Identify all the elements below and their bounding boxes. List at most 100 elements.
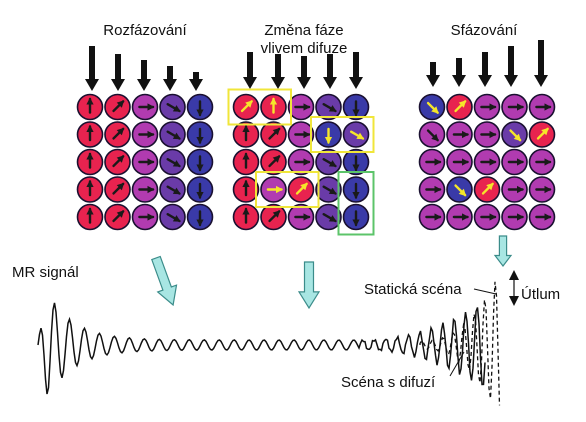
- spin-arrow-head: [303, 213, 311, 221]
- spin-arrow-head: [86, 207, 94, 215]
- field-arrow-head: [478, 75, 492, 87]
- spin-arrow-head: [116, 182, 125, 191]
- spin-arrow-head: [517, 158, 524, 166]
- transition-arrow-1-shape: [151, 255, 178, 307]
- attenuation-arrow-down: [509, 296, 519, 306]
- spin-arrow-head: [116, 155, 125, 163]
- field-arrow-head: [111, 79, 125, 91]
- field-arrow-head: [534, 75, 548, 87]
- static-scene-pointer: [473, 288, 497, 295]
- spin-arrow-head: [328, 215, 337, 222]
- spin-arrow-head: [269, 97, 278, 105]
- field-arrow-head: [137, 79, 151, 91]
- field-arrow-head: [271, 77, 285, 89]
- spin-arrow-head: [303, 103, 311, 111]
- spin-arrow-head: [517, 103, 524, 111]
- spin-arrow-head: [196, 219, 204, 227]
- spin-arrow-head: [196, 109, 204, 117]
- spin-arrow-head: [86, 180, 94, 187]
- field-arrow-head: [349, 77, 363, 89]
- signal-label: MR signál: [12, 264, 79, 281]
- field-arrow-head: [323, 77, 337, 89]
- spin-arrow-head: [486, 182, 494, 191]
- spin-arrow-head: [489, 103, 497, 111]
- field-arrow-head: [426, 75, 440, 87]
- spin-arrow-head: [242, 152, 250, 160]
- highlight-box: [227, 88, 292, 126]
- spin-arrow-head: [513, 133, 522, 142]
- spin-arrow-head: [196, 192, 204, 199]
- spin-arrow-head: [544, 103, 552, 111]
- spin-arrow-head: [328, 160, 337, 167]
- spin-arrow-head: [356, 132, 365, 140]
- spin-arrow-head: [116, 100, 125, 108]
- spin-arrow-head: [242, 125, 250, 132]
- diffusion-scene-pointer: [449, 351, 465, 377]
- highlight-box: [310, 116, 375, 153]
- spin-arrow-head: [300, 182, 308, 191]
- spin-arrow-head: [242, 207, 250, 215]
- spin-arrow-head: [352, 164, 360, 172]
- spin-arrow-head: [303, 130, 311, 139]
- diffusion-scene-label: Scéna s difuzí: [341, 374, 436, 391]
- spin-arrow-head: [116, 127, 125, 136]
- spin-arrow-head: [352, 219, 360, 227]
- signal-curve-diffusion: [37, 302, 486, 395]
- spin-arrow-head: [544, 185, 552, 194]
- spin-arrow-head: [276, 185, 283, 194]
- spin-arrow-head: [147, 158, 155, 166]
- spin-arrow-head: [245, 100, 253, 108]
- spin-arrow-head: [147, 185, 155, 194]
- spin-arrow-head: [86, 125, 94, 132]
- field-arrow-head: [189, 79, 203, 91]
- transition-arrow-2-shape: [297, 261, 321, 310]
- transition-arrow-1: [151, 255, 178, 307]
- panel-title-rephasing: Sfázování: [450, 22, 518, 39]
- spin-arrow-head: [272, 155, 281, 163]
- spin-arrow-head: [431, 133, 439, 142]
- spin-arrow-head: [328, 105, 337, 112]
- spin-arrow-head: [458, 100, 467, 108]
- spin-arrow-head: [147, 130, 155, 139]
- spin-arrow-head: [544, 158, 552, 166]
- spin-arrow-head: [458, 188, 467, 197]
- field-arrow-head: [85, 79, 99, 91]
- spin-arrow-head: [541, 127, 549, 136]
- field-arrow-head: [163, 79, 177, 91]
- spin-arrow-head: [172, 105, 181, 112]
- spin-arrow-head: [489, 130, 497, 139]
- spin-arrow-head: [242, 180, 250, 187]
- spin-arrow-head: [462, 213, 469, 221]
- spin-arrow-head: [489, 158, 497, 166]
- spin-arrow-head: [352, 109, 360, 117]
- spin-arrow-head: [272, 210, 281, 218]
- attenuation-label: Útlum: [521, 286, 561, 303]
- spin-arrow-head: [431, 106, 439, 114]
- spin-arrow-head: [462, 158, 469, 166]
- transition-arrow-3-shape: [493, 235, 513, 267]
- field-arrow-head: [504, 75, 518, 87]
- panel-title-dephasing: Rozfázování: [103, 22, 187, 39]
- transition-arrow-3: [493, 235, 513, 267]
- field-arrow-head: [452, 75, 466, 87]
- spin-arrow-head: [544, 213, 552, 221]
- spin-arrow-head: [86, 152, 94, 160]
- spin-arrow-head: [147, 103, 155, 111]
- highlight-box: [255, 171, 320, 208]
- spin-arrow-head: [147, 213, 155, 221]
- spin-arrow-head: [172, 132, 181, 140]
- highlight-box: [337, 171, 375, 236]
- spin-arrow-head: [324, 137, 333, 144]
- field-arrow-head: [243, 77, 257, 89]
- spin-arrow-head: [517, 185, 524, 194]
- spin-arrow-head: [462, 130, 469, 139]
- spin-arrow-head: [272, 127, 281, 136]
- field-arrow-head: [297, 77, 311, 89]
- spin-arrow-head: [434, 213, 442, 221]
- spin-arrow-head: [172, 215, 181, 222]
- spin-arrow-head: [86, 97, 94, 105]
- spin-arrow-head: [352, 192, 360, 199]
- spin-arrow-head: [172, 187, 181, 195]
